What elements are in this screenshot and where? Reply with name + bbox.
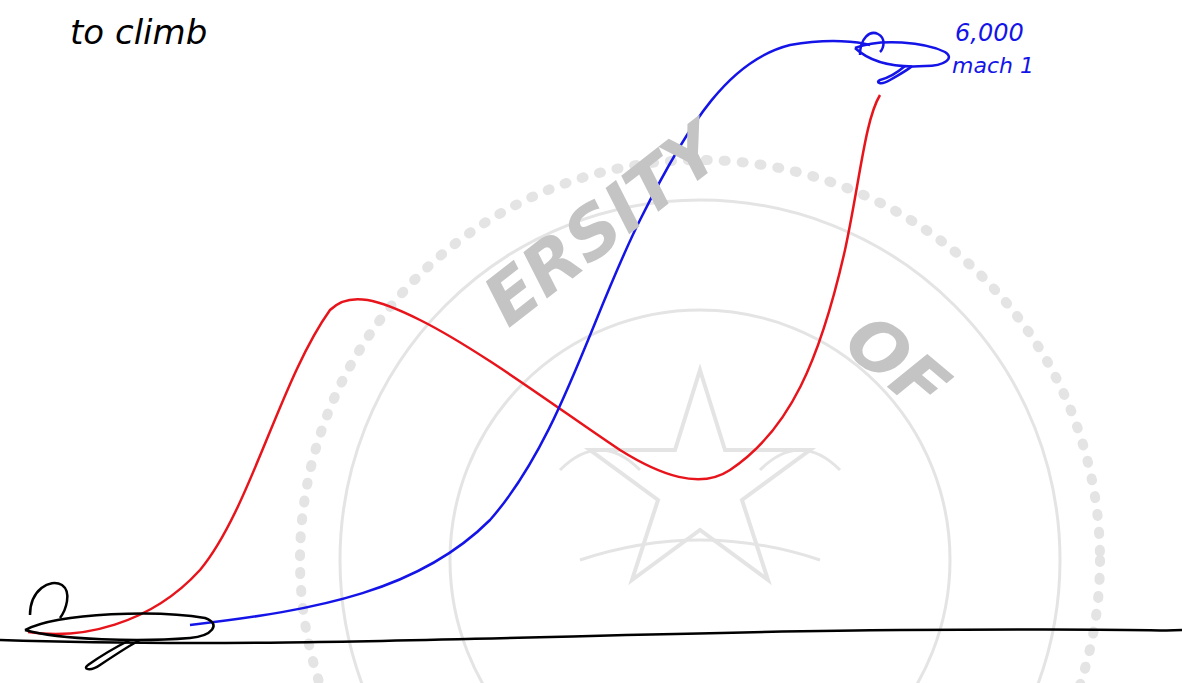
blue-trajectory	[190, 41, 870, 625]
plane-on-ground	[25, 583, 214, 669]
plane-at-altitude	[855, 33, 949, 83]
seal-watermark	[300, 160, 1100, 683]
altitude-value: 6,000	[955, 20, 1024, 46]
watermark-text: OF	[831, 300, 963, 428]
red-trajectory	[28, 95, 880, 634]
speed-value: mach 1	[952, 54, 1034, 78]
annotation-text: to climb	[70, 14, 207, 51]
ground-line	[0, 629, 1182, 643]
